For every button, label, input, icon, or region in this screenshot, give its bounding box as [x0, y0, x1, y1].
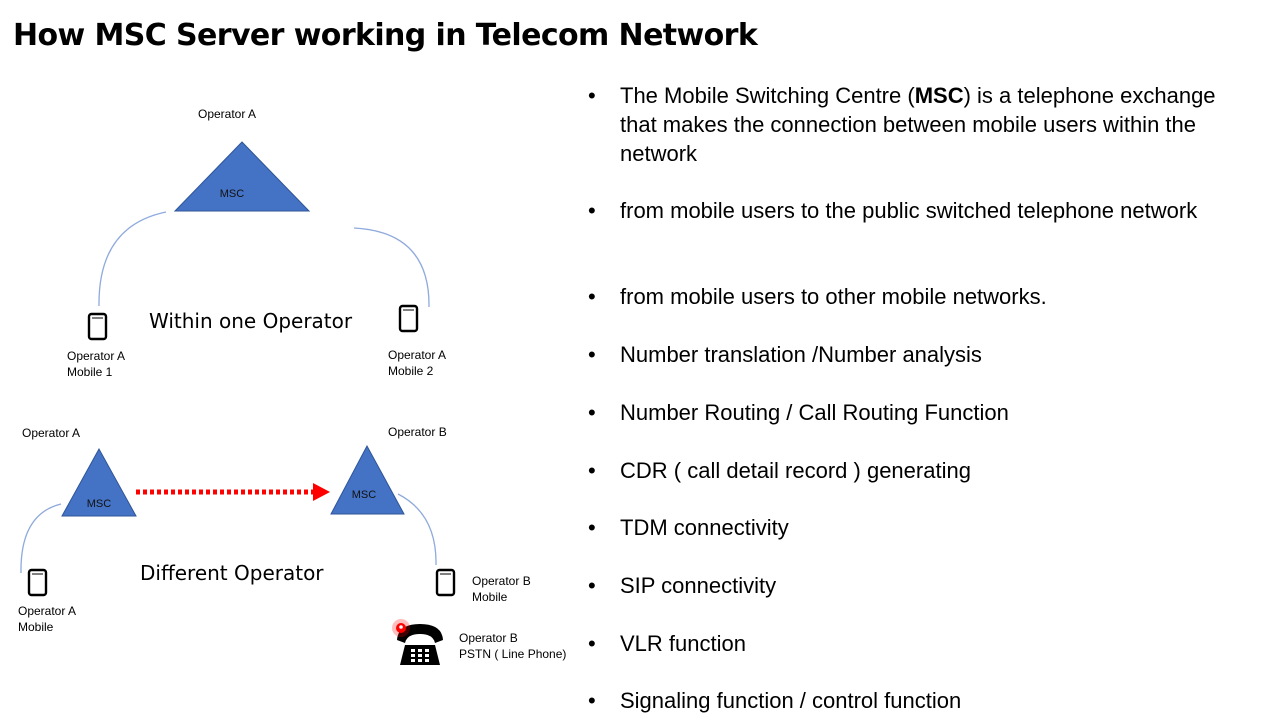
bullet-dot: •	[588, 284, 596, 309]
bullet-text: from mobile users to other mobile networ…	[620, 284, 1047, 309]
bullet-dot: •	[588, 458, 596, 483]
bullet-item: • CDR ( call detail record ) generating	[588, 457, 1240, 486]
bullet-item: • SIP connectivity	[588, 572, 1240, 601]
operator-b-msc-label: MSC	[352, 489, 377, 501]
bullet-dot: •	[588, 342, 596, 367]
bullet-text: CDR ( call detail record ) generating	[620, 458, 971, 483]
bottom-mobile-a-operator: Operator A	[18, 604, 76, 618]
bullet-dot: •	[588, 573, 596, 598]
within-operator-caption: Within one Operator	[149, 309, 353, 333]
pstn-label: PSTN ( Line Phone)	[459, 647, 566, 661]
mobile-phone-icon	[27, 568, 48, 597]
bullet-item: • The Mobile Switching Centre (MSC) is a …	[588, 82, 1240, 168]
bullet-item: • VLR function	[588, 630, 1240, 659]
mobile-phone-icon	[87, 312, 108, 341]
top-msc-triangle	[173, 141, 311, 212]
bullet-text: Number translation /Number analysis	[620, 342, 982, 367]
bullet-text: TDM connectivity	[620, 515, 789, 540]
operator-a-mobile-link	[20, 503, 62, 574]
bullet-text: Number Routing / Call Routing Function	[620, 400, 1009, 425]
mobile-phone-icon	[398, 304, 419, 333]
bullet-item: • from mobile users to the public switche…	[588, 197, 1240, 226]
bullet-item: • from mobile users to other mobile netwo…	[588, 283, 1240, 312]
bottom-mobile-a-name: Mobile	[18, 620, 54, 634]
top-right-link	[353, 227, 430, 308]
pstn-operator: Operator B	[459, 631, 518, 645]
bottom-left-operator-label: Operator A	[22, 426, 80, 440]
operator-b-mobile-link	[397, 493, 437, 566]
bullet-item: • Number Routing / Call Routing Function	[588, 399, 1240, 428]
bullet-dot: •	[588, 631, 596, 656]
bullet-item: • TDM connectivity	[588, 514, 1240, 543]
operator-b-msc-triangle	[330, 444, 405, 515]
bottom-mobile-b-operator: Operator B	[472, 574, 531, 588]
bullet-item: • Number translation /Number analysis	[588, 341, 1240, 370]
telephone-icon	[397, 624, 443, 665]
top-mobile2-name: Mobile 2	[388, 364, 434, 378]
bullet-text: VLR function	[620, 631, 746, 656]
bullet-text: The Mobile Switching Centre (	[620, 83, 915, 108]
operator-a-msc-label: MSC	[87, 498, 112, 510]
operator-a-msc-triangle	[61, 447, 137, 517]
bullet-dot: •	[588, 83, 596, 108]
bullet-item: • Signaling function / control function	[588, 687, 1240, 716]
bullet-text: Signaling function / control function	[620, 688, 962, 713]
dotted-arrow	[136, 483, 330, 501]
bottom-mobile-b-name: Mobile	[472, 590, 508, 604]
top-mobile2-operator: Operator A	[388, 348, 446, 362]
bullet-bold-text: MSC	[914, 83, 964, 108]
bullet-dot: •	[588, 688, 596, 713]
bullet-text-continued: ) is a telephone exchange that makes the…	[620, 83, 1216, 166]
bullet-text: from mobile users to the public switched…	[620, 198, 1198, 223]
msc-diagram: Operator A MSC Within one Operator Opera…	[18, 107, 566, 665]
bullet-text: SIP connectivity	[620, 573, 777, 598]
top-mobile1-name: Mobile 1	[67, 365, 113, 379]
different-operator-caption: Different Operator	[140, 561, 324, 585]
top-operator-label: Operator A	[198, 107, 256, 121]
bullet-dot: •	[588, 515, 596, 540]
bullet-dot: •	[588, 198, 596, 223]
bottom-right-operator-label: Operator B	[388, 425, 447, 439]
top-left-link	[98, 211, 167, 307]
bullet-dot: •	[588, 400, 596, 425]
mobile-phone-icon	[435, 568, 456, 597]
red-indicator-icon	[392, 619, 410, 637]
slide-title: How MSC Server working in Telecom Networ…	[13, 18, 758, 53]
top-mobile1-operator: Operator A	[67, 349, 125, 363]
top-msc-label: MSC	[220, 188, 245, 200]
